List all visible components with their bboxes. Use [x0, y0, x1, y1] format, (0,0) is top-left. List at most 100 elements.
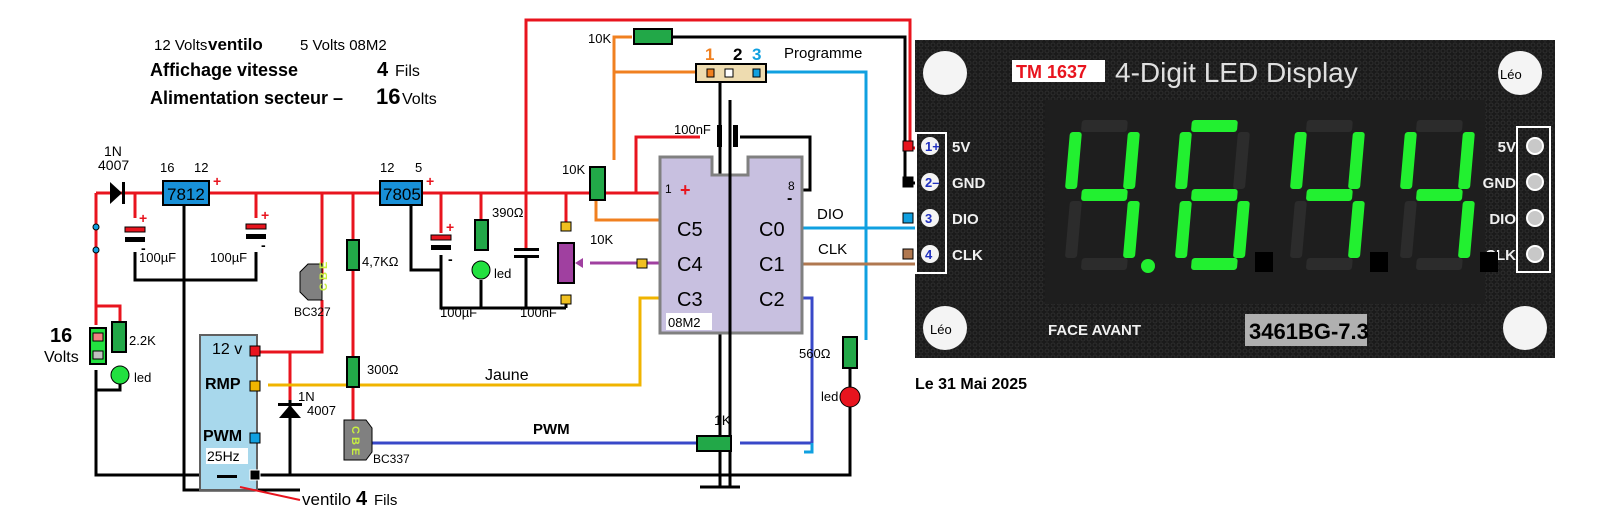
led2-label: led	[494, 266, 511, 281]
resistor-10k-prog	[633, 28, 673, 45]
led1-label: led	[134, 370, 151, 385]
transistor-bc337: C B E	[343, 419, 373, 461]
pin-c1: C1	[759, 254, 785, 276]
pin-c4: C4	[677, 254, 703, 276]
segment-e	[1175, 201, 1192, 258]
display-pin-clk[interactable]: 4 CLK	[902, 245, 983, 264]
pin-label: 5V	[952, 139, 970, 156]
fan-caption-ventilo: ventilo	[302, 490, 351, 509]
resistor-560-label: 560Ω	[799, 346, 831, 361]
segment-b	[1123, 132, 1140, 189]
diode1-label-1: 1N	[104, 143, 122, 159]
decimal-point-off	[1370, 252, 1388, 272]
display-right-pin-gnd: GND	[1483, 173, 1544, 192]
segment-f	[1400, 132, 1417, 189]
pin-number: 2–	[925, 175, 939, 190]
reg1-out-label: 12	[194, 160, 208, 175]
pin-label: CLK	[952, 247, 983, 264]
pin-c5: C5	[677, 219, 703, 241]
input-connector-16v[interactable]	[89, 327, 107, 365]
segment-f	[1065, 132, 1082, 189]
prog-pin2-label: 2	[733, 45, 742, 64]
plus-sign: +	[446, 219, 454, 235]
diode-1n4007-input	[110, 182, 125, 204]
plus-sign: +	[213, 173, 221, 189]
pin-c2: C2	[759, 289, 785, 311]
resistor-10k-prog-label: 10K	[588, 31, 611, 46]
cap4-label: 100nF	[520, 305, 557, 320]
plus-sign: +	[261, 207, 269, 223]
decimal-point-off	[1480, 252, 1498, 272]
display-pin-5v[interactable]: 1+ 5V	[902, 137, 970, 156]
plus-sign: +	[426, 173, 434, 189]
regulator-7805	[379, 180, 423, 206]
decimal-point	[1141, 259, 1155, 273]
segment-a	[1081, 120, 1128, 132]
segment-b	[1348, 132, 1365, 189]
header-5v: 5 Volts 08M2	[300, 37, 387, 54]
segment-a	[1191, 120, 1238, 132]
led-power-green	[110, 365, 130, 385]
pin-c0: C0	[759, 219, 785, 241]
capacitor-100uf-3	[430, 234, 452, 250]
segment-c	[1348, 201, 1365, 258]
pnp-name: BC327	[294, 305, 331, 319]
segment-c	[1123, 201, 1140, 258]
display-title: 4-Digit LED Display	[1115, 57, 1358, 88]
wire-label-dio: DIO	[817, 206, 844, 223]
pin-c3: C3	[677, 289, 703, 311]
reg1-in-label: 16	[160, 160, 174, 175]
capacitor-100uf-2	[245, 223, 267, 239]
resistor-10k-c5-label: 10K	[562, 162, 585, 177]
cap3-label: 100µF	[440, 305, 477, 320]
programming-header[interactable]	[695, 63, 767, 83]
minus-sign: -	[448, 251, 453, 267]
display-chip-badge: TM 1637	[1016, 62, 1087, 82]
pin-label: DIO	[1489, 211, 1516, 228]
part-number: 3461BG-7.3	[1249, 319, 1369, 344]
wire-prog-pin3	[750, 70, 868, 340]
digit-4	[1400, 120, 1498, 272]
pin-number: 1+	[925, 139, 940, 154]
mount-hole	[1503, 306, 1547, 350]
segment-a	[1306, 120, 1353, 132]
segment-b	[1233, 132, 1250, 189]
display-pin-gnd[interactable]: 2–GND	[902, 173, 986, 192]
input-unit-label: Volts	[44, 349, 79, 366]
segment-e	[1400, 201, 1417, 258]
segment-g	[1416, 189, 1463, 201]
fan-connector[interactable]	[199, 334, 261, 491]
prog-pin3-label: 3	[752, 45, 761, 64]
mount-label: Léo	[930, 322, 952, 337]
wire-label-pwm: PWM	[533, 421, 570, 438]
capacitor-100nf-decoupling	[717, 125, 738, 147]
reg2-out-label: 5	[415, 160, 422, 175]
pin-number: 4	[925, 247, 933, 262]
resistor-4k7-label: 4,7KΩ	[362, 254, 399, 269]
minus-sign: -	[141, 240, 146, 256]
segment-a	[1416, 120, 1463, 132]
cap2-label: 100µF	[210, 250, 247, 265]
pin-number: 3	[925, 211, 932, 226]
prog-label: Programme	[784, 45, 862, 62]
pin-label: 5V	[1498, 139, 1516, 156]
resistor-300	[346, 356, 360, 388]
led-5v-green	[471, 260, 491, 280]
header-fils: Fils	[395, 63, 420, 80]
resistor-1k	[696, 435, 732, 452]
fan-pin-rmp: RMP	[205, 376, 241, 393]
decimal-point-off	[1255, 252, 1273, 272]
terminal-dot	[92, 223, 100, 231]
header-notes: 12 Volts ventilo 5 Volts 08M2 Affichage …	[150, 35, 437, 109]
segment-g	[1081, 189, 1128, 201]
header-volts: Volts	[402, 91, 437, 108]
potentiometer-10k[interactable]	[557, 221, 648, 305]
minus-sign: -	[261, 237, 266, 253]
resistor-4k7	[346, 239, 360, 271]
mount-hole	[923, 306, 967, 350]
digit-2	[1175, 120, 1273, 272]
